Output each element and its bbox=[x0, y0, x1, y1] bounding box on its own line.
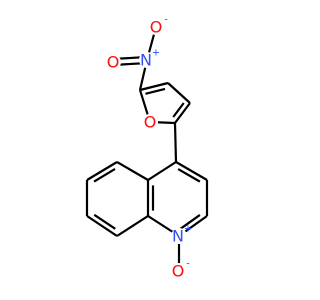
bond-line-6 bbox=[167, 82, 191, 104]
svg-text:O: O bbox=[150, 18, 163, 37]
atom-nitro-oxygen-left: O bbox=[105, 53, 121, 72]
atom-nitro-nitrogen: N + bbox=[139, 48, 160, 70]
bond-line-16 bbox=[179, 214, 201, 230]
bond-line-5 bbox=[145, 87, 166, 95]
bond-line-4 bbox=[139, 81, 169, 92]
bond-line-26 bbox=[93, 213, 116, 230]
svg-text:+: + bbox=[184, 224, 192, 235]
atom-quinoline-nitrogen: N + bbox=[171, 224, 192, 246]
bond-line-21 bbox=[116, 161, 149, 181]
bond-layer bbox=[85, 26, 209, 271]
svg-text:N: N bbox=[172, 227, 184, 246]
svg-text:+: + bbox=[152, 48, 160, 59]
svg-text:O: O bbox=[107, 53, 120, 72]
atom-nitro-oxygen-top: O - bbox=[148, 15, 168, 37]
bond-line-25 bbox=[86, 215, 118, 237]
atom-n-oxide-oxygen: O - bbox=[171, 259, 190, 281]
svg-text:N: N bbox=[140, 51, 152, 70]
bond-line-11 bbox=[173, 122, 178, 163]
bond-line-27 bbox=[116, 215, 149, 237]
svg-text:-: - bbox=[186, 259, 190, 270]
bond-line-20 bbox=[147, 161, 177, 181]
svg-text:-: - bbox=[164, 15, 168, 26]
svg-text:O: O bbox=[172, 262, 185, 281]
atom-furan-oxygen: O bbox=[142, 113, 158, 132]
svg-text:O: O bbox=[144, 113, 157, 132]
bond-line-13 bbox=[177, 168, 201, 183]
bond-line-7 bbox=[174, 102, 191, 124]
bond-line-23 bbox=[93, 168, 116, 183]
bond-line-8 bbox=[172, 102, 185, 118]
bond-line-12 bbox=[175, 161, 208, 181]
molecule-structure: O - N + O O N + O - bbox=[85, 15, 209, 281]
bond-line-22 bbox=[86, 161, 118, 181]
